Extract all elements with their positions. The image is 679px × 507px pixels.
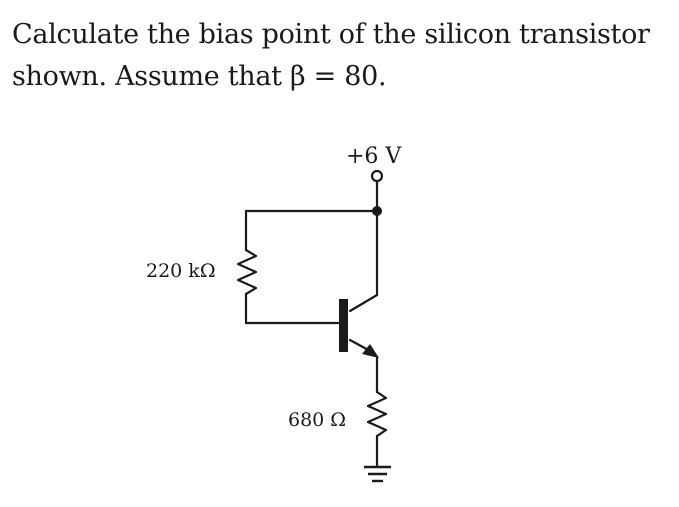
ground-icon bbox=[364, 465, 391, 483]
problem-line-2: shown. Assume that β = 80. bbox=[12, 61, 387, 92]
emitter-arrow-icon bbox=[362, 344, 379, 358]
supply-label: +6 V bbox=[346, 144, 402, 169]
transistor-base-bar bbox=[339, 299, 348, 352]
problem-statement: Calculate the bias point of the silicon … bbox=[12, 14, 672, 98]
base-resistor-icon bbox=[236, 248, 258, 296]
emitter-resistor-icon bbox=[366, 390, 388, 438]
supply-terminal-icon bbox=[370, 169, 384, 183]
emitter-resistor-label: 680 Ω bbox=[288, 409, 346, 431]
junction-dot bbox=[372, 206, 382, 216]
base-resistor-label: 220 kΩ bbox=[146, 260, 216, 282]
problem-line-1: Calculate the bias point of the silicon … bbox=[12, 19, 650, 50]
